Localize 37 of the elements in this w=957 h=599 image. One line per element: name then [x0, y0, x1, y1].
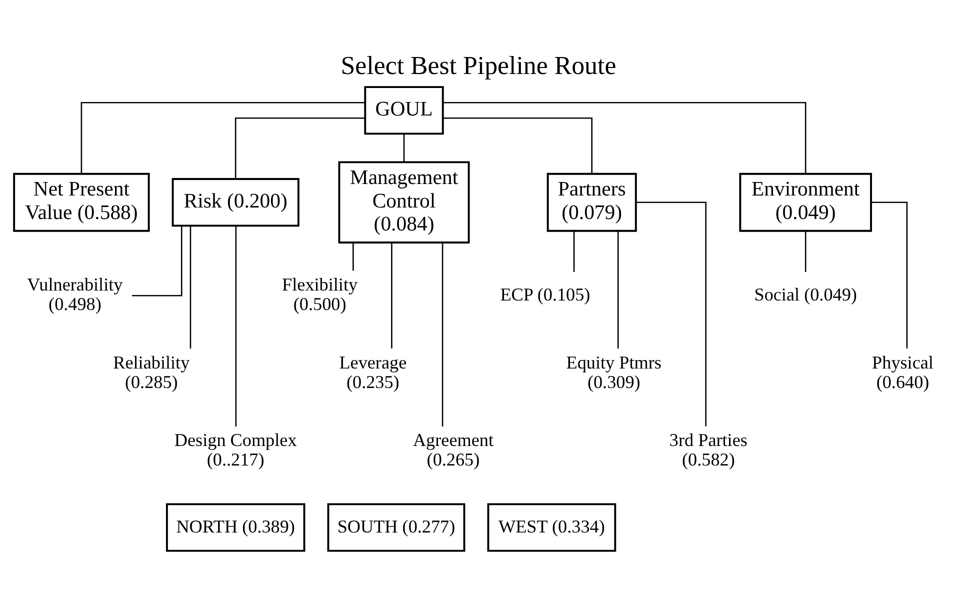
node-text: 3rd Parties (0.582) — [669, 430, 748, 470]
node-box: WEST (0.334) — [487, 503, 616, 552]
node-text: Reliability (0.285) — [113, 352, 190, 392]
node-box: Management Control (0.084) — [338, 161, 470, 244]
connector — [391, 242, 392, 348]
node-text: Agreement (0.265) — [412, 430, 494, 470]
connector — [617, 230, 619, 349]
node-text: ECP (0.105) — [500, 284, 590, 304]
node-text: Flexibility (0.500) — [282, 274, 358, 314]
connector — [573, 231, 575, 272]
node-box: NORTH (0.389) — [166, 503, 306, 552]
connector — [80, 102, 366, 174]
node-box: Partners (0.079) — [546, 172, 637, 232]
diagram-title: Select Best Pipeline Route — [340, 51, 616, 80]
connector — [442, 117, 592, 174]
node-text: Equity Ptmrs (0.309) — [566, 352, 662, 392]
connector — [190, 226, 192, 349]
connector — [442, 242, 444, 426]
node-box: Risk (0.200) — [172, 178, 300, 227]
connector — [352, 242, 354, 271]
node-text: Vulnerability (0.498) — [27, 274, 123, 314]
node-text: Social (0.049) — [754, 284, 857, 304]
node-box: SOUTH (0.277) — [327, 503, 466, 552]
connector — [872, 202, 908, 348]
connector — [442, 102, 806, 174]
node-box: Net Present Value (0.588) — [13, 172, 150, 232]
connector — [235, 226, 237, 426]
node-text: Leverage (0.235) — [339, 352, 407, 392]
node-box: Environment (0.049) — [739, 172, 872, 232]
node-text: Design Complex (0..217) — [174, 430, 297, 470]
connector — [234, 117, 365, 179]
connector — [132, 226, 182, 296]
node-text: Physical (0.640) — [872, 352, 934, 392]
connector — [403, 134, 405, 162]
connector — [804, 231, 806, 272]
node-box: GOUL — [364, 86, 444, 135]
connector — [636, 202, 706, 426]
